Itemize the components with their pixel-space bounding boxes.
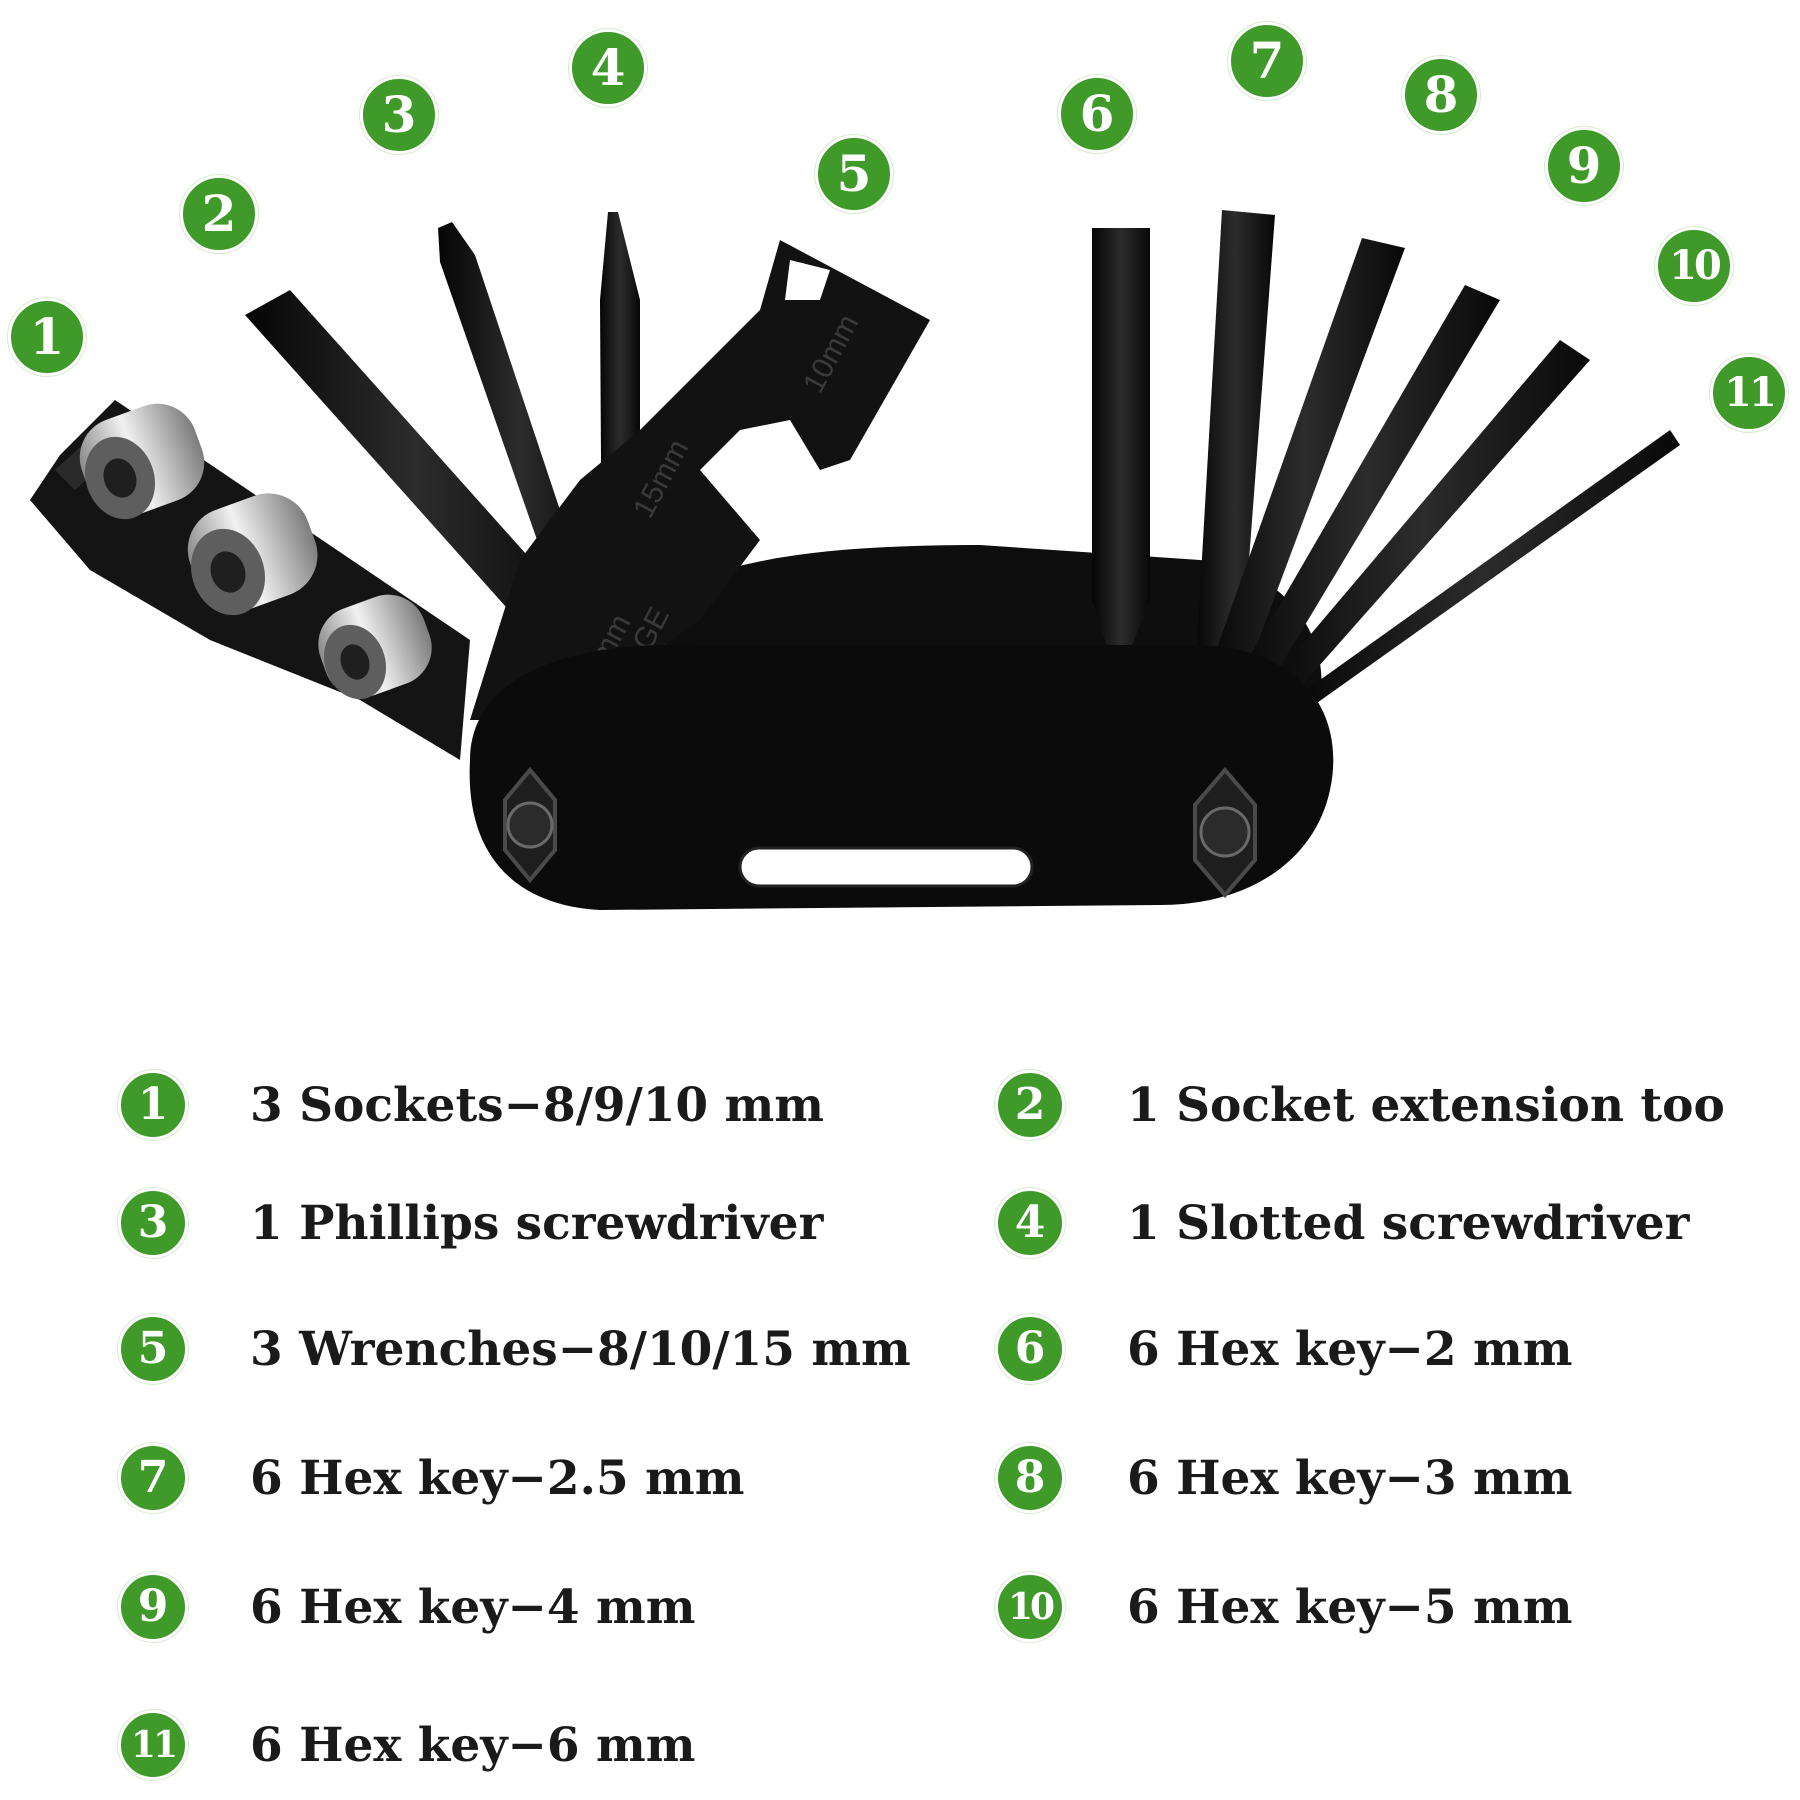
legend-badge: 3 — [118, 1188, 188, 1258]
socket-8mm — [318, 594, 432, 700]
legend-badge: 2 — [995, 1070, 1065, 1140]
legend-text: 3 Wrenches−8/10/15 mm — [250, 1321, 911, 1377]
legend-badge: 4 — [995, 1188, 1065, 1258]
strap-slot — [738, 846, 1034, 888]
legend-badge: 11 — [118, 1710, 188, 1780]
hex-key-2mm — [1092, 228, 1150, 680]
legend-text: 1 Socket extension too — [1127, 1077, 1725, 1133]
legend-badge: 6 — [995, 1314, 1065, 1384]
callout-badge-3: 3 — [360, 76, 438, 154]
multi-tool-illustration: 10mm 15mm 8mm AGE — [30, 210, 1680, 910]
legend-badge: 7 — [118, 1443, 188, 1513]
hex-key-5mm — [1255, 340, 1590, 710]
hex-key-4mm — [1230, 285, 1500, 700]
legend-text: 6 Hex key−6 mm — [250, 1717, 696, 1773]
legend-item-4: 4 1 Slotted screwdriver — [995, 1188, 1689, 1258]
legend-item-8: 8 6 Hex key−3 mm — [995, 1443, 1572, 1513]
callout-badge-10: 10 — [1655, 227, 1733, 305]
callout-badge-11: 11 — [1710, 354, 1788, 432]
callout-badge-6: 6 — [1058, 75, 1136, 153]
legend-badge: 9 — [118, 1572, 188, 1642]
callout-badge-2: 2 — [180, 175, 258, 253]
legend-text: 6 Hex key−2.5 mm — [250, 1450, 745, 1506]
socket-9mm — [187, 493, 318, 616]
right-bolt — [1193, 766, 1257, 899]
hex-key-3mm — [1205, 238, 1405, 690]
legend-item-9: 9 6 Hex key−4 mm — [118, 1572, 695, 1642]
legend-text: 6 Hex key−4 mm — [250, 1579, 696, 1635]
legend-badge: 1 — [118, 1070, 188, 1140]
hex-key-2-5mm — [1195, 210, 1275, 680]
legend-text: 6 Hex key−2 mm — [1127, 1321, 1573, 1377]
legend-text: 1 Phillips screwdriver — [250, 1195, 824, 1251]
socket-extension-tool — [245, 290, 585, 645]
legend-item-5: 5 3 Wrenches−8/10/15 mm — [118, 1314, 911, 1384]
callout-badge-7: 7 — [1228, 22, 1306, 100]
legend-badge: 8 — [995, 1443, 1065, 1513]
legend-item-11: 11 6 Hex key−6 mm — [118, 1710, 695, 1780]
callout-badge-4: 4 — [569, 29, 647, 107]
callout-badge-5: 5 — [815, 135, 893, 213]
legend-text: 6 Hex key−3 mm — [1127, 1450, 1573, 1506]
legend-item-1: 1 3 Sockets−8/9/10 mm — [118, 1070, 824, 1140]
legend-item-6: 6 6 Hex key−2 mm — [995, 1314, 1572, 1384]
left-bolt — [503, 766, 557, 884]
legend-item-3: 3 1 Phillips screwdriver — [118, 1188, 823, 1258]
legend-item-2: 2 1 Socket extension too — [995, 1070, 1725, 1140]
legend-badge: 10 — [995, 1572, 1065, 1642]
hex-key-6mm — [1285, 430, 1680, 715]
legend: 1 3 Sockets−8/9/10 mm 2 1 Socket extensi… — [0, 1050, 1800, 1800]
callout-badge-9: 9 — [1545, 127, 1623, 205]
hex-keys — [1092, 210, 1680, 715]
legend-badge: 5 — [118, 1314, 188, 1384]
wrench-plate: 10mm 15mm 8mm AGE — [470, 240, 930, 720]
legend-item-10: 10 6 Hex key−5 mm — [995, 1572, 1572, 1642]
tool-body — [469, 644, 1334, 910]
socket-10mm — [79, 403, 205, 520]
legend-text: 1 Slotted screwdriver — [1127, 1195, 1690, 1251]
callout-badge-1: 1 — [8, 298, 86, 376]
legend-item-7: 7 6 Hex key−2.5 mm — [118, 1443, 745, 1513]
legend-text: 3 Sockets−8/9/10 mm — [250, 1077, 824, 1133]
legend-text: 6 Hex key−5 mm — [1127, 1579, 1573, 1635]
callout-badge-8: 8 — [1402, 56, 1480, 134]
socket-arm — [30, 400, 470, 760]
